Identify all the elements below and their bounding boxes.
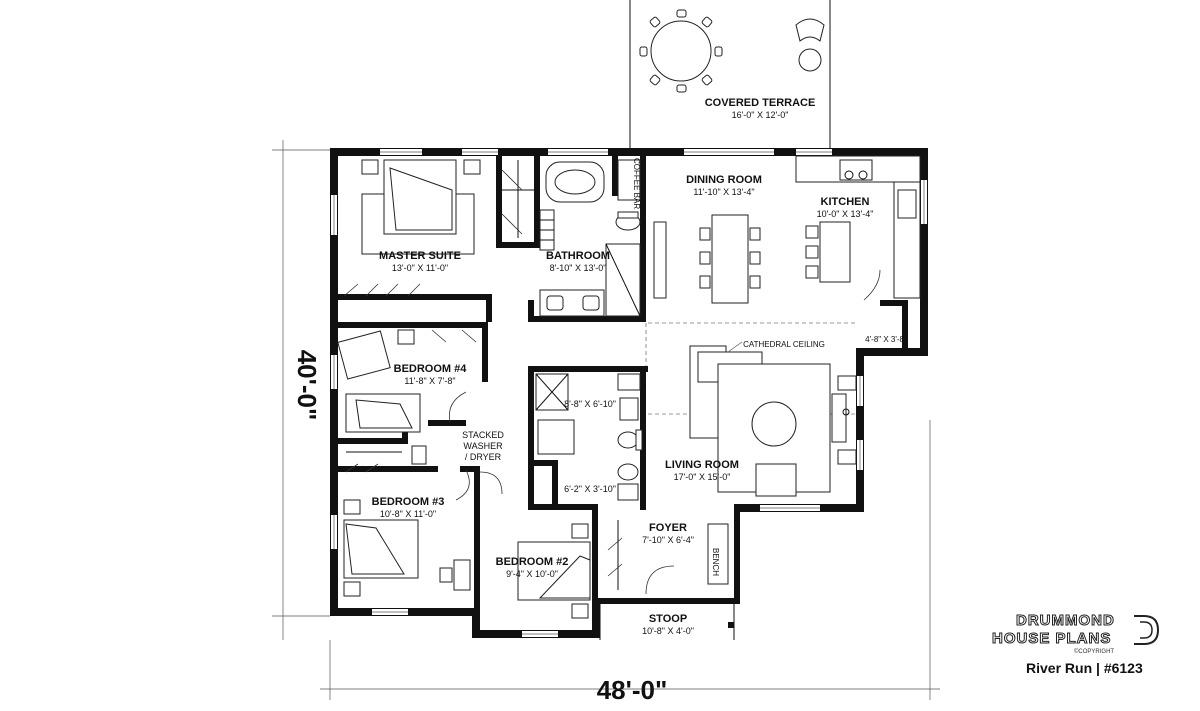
bedroom-2-furniture xyxy=(479,471,591,619)
stoop-size: 10'-8" X 4'-0" xyxy=(642,626,694,636)
brand-d-icon xyxy=(1134,615,1160,645)
covered-terrace-size: 16'-0" X 12'-0" xyxy=(732,110,789,120)
bedroom-4-size: 11'-8" X 7'-8" xyxy=(404,376,455,386)
laundry-fixtures xyxy=(411,391,470,501)
bedroom-3-label: BEDROOM #3 xyxy=(372,496,445,508)
washer-note-line-1: STACKED xyxy=(462,430,504,440)
overall-width-dimension: 48'-0" xyxy=(597,675,668,705)
brand-copyright: ©COPYRIGHT xyxy=(1074,649,1115,655)
dimension-lines xyxy=(272,140,940,700)
cathedral-ceiling-outline xyxy=(645,322,856,415)
kitchen-size: 10'-0" X 13'-4" xyxy=(817,209,874,219)
powder-room-size: 6'-2" X 3'-10" xyxy=(564,484,616,494)
kitchen-fixtures xyxy=(795,155,921,301)
interior-walls xyxy=(338,156,908,608)
foyer-label: FOYER xyxy=(649,522,687,534)
overall-depth-dimension: 40'-0" xyxy=(292,350,322,421)
living-room-size: 17'-0" X 15'-0" xyxy=(674,472,731,482)
foyer-fixtures xyxy=(607,520,729,595)
bench-label: BENCH xyxy=(711,548,720,576)
pantry-size: 4'-8" X 3'-8" xyxy=(865,335,907,344)
bath-2-size: 8'-8" X 6'-10" xyxy=(564,399,616,409)
bedroom-2-label: BEDROOM #2 xyxy=(496,556,569,568)
dining-furniture xyxy=(653,214,761,304)
plan-tagline: River Run | #6123 xyxy=(1026,660,1143,676)
washer-note-line-2: WASHER xyxy=(463,441,503,451)
bedroom-4-label: BEDROOM #4 xyxy=(394,363,468,375)
covered-terrace-area xyxy=(629,0,831,150)
windows xyxy=(331,149,927,637)
kitchen-label: KITCHEN xyxy=(821,196,870,208)
living-room-label: LIVING ROOM xyxy=(665,459,739,471)
living-room-furniture xyxy=(689,345,857,497)
stoop-outline xyxy=(599,604,735,640)
cathedral-ceiling-leader xyxy=(727,341,743,353)
bathroom-label: BATHROOM xyxy=(546,250,610,262)
bath-2-fixtures xyxy=(535,373,643,501)
brand-line-1: DRUMMOND xyxy=(1016,612,1115,630)
bedroom-3-size: 10'-8" X 11'-0" xyxy=(380,509,436,519)
dining-room-size: 11'-10" X 13'-4" xyxy=(693,187,754,197)
covered-terrace-label: COVERED TERRACE xyxy=(705,97,816,109)
master-suite-furniture xyxy=(343,159,534,297)
brand-logo: DRUMMOND HOUSE PLANS ©COPYRIGHT River Ru… xyxy=(990,610,1170,680)
stoop-label: STOOP xyxy=(649,613,687,625)
bedroom-3-furniture xyxy=(343,463,471,597)
dining-room-label: DINING ROOM xyxy=(686,174,762,186)
master-suite-label: MASTER SUITE xyxy=(379,250,461,262)
master-suite-size: 13'-0" X 11'-0" xyxy=(392,263,448,273)
brand-line-2: HOUSE PLANS xyxy=(991,630,1112,648)
bedroom-2-size: 9'-4" X 10'-0" xyxy=(506,569,558,579)
washer-note-line-3: / DRYER xyxy=(465,452,502,462)
cathedral-ceiling-note: CATHEDRAL CEILING xyxy=(743,340,825,349)
bathroom-size: 8'-10" X 13'-0" xyxy=(550,263,607,273)
foyer-size: 7'-10" X 6'-4" xyxy=(642,535,694,545)
bathroom-fixtures xyxy=(539,159,641,317)
coffee-bar-label: COFFEE BAR xyxy=(632,158,641,209)
bedroom-4-furniture xyxy=(337,329,477,453)
